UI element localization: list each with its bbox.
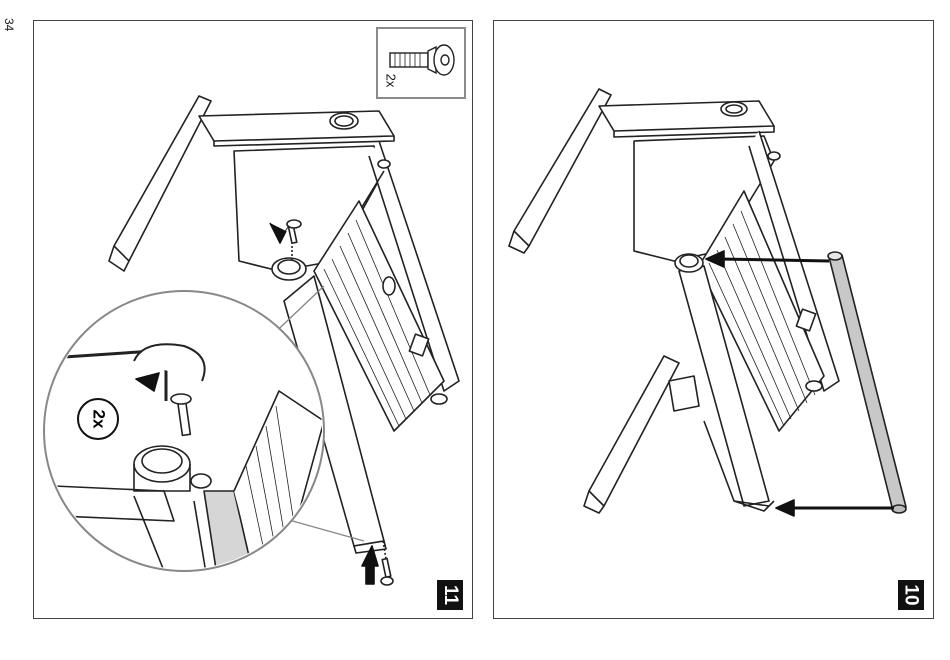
step-10-illustration — [494, 21, 933, 618]
callout-quantity-label: 2x — [383, 74, 398, 88]
detail-quantity-label: 2x — [78, 399, 118, 439]
step-11-illustration — [34, 21, 472, 618]
step-panel-10: 10 — [493, 20, 934, 619]
page-number: 34 — [2, 18, 16, 31]
step-panel-11: 2x 2x 11 — [33, 20, 473, 619]
step-number-badge: 11 — [437, 580, 463, 610]
step-number-badge: 10 — [898, 580, 924, 610]
screw-callout-box: 2x — [376, 27, 466, 99]
